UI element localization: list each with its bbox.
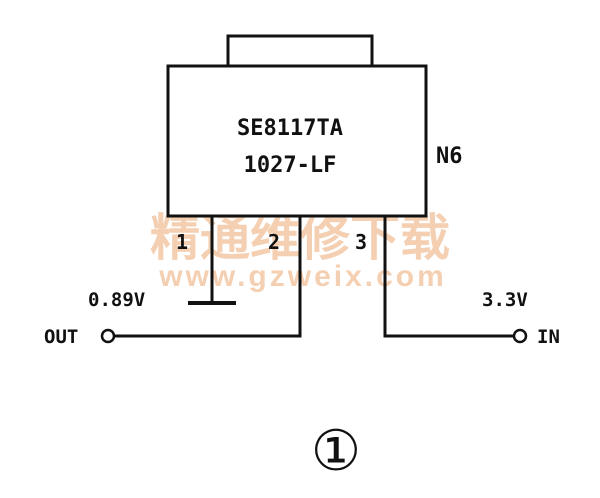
pin3-wire [383, 216, 514, 338]
pin2-wire [114, 216, 302, 338]
out-terminal [100, 328, 116, 344]
input-voltage-label: 3.3V [482, 289, 528, 311]
out-port-label: OUT [44, 326, 78, 348]
pin-number-2: 2 [268, 230, 280, 254]
figure-label: ① [311, 419, 361, 484]
chip-tab [226, 34, 374, 70]
chip-ref-designator: N6 [436, 144, 463, 169]
watermark-url: www.gzweix.com [158, 260, 447, 293]
chip-part-number: SE8117TA [237, 116, 343, 141]
chip-code: 1027-LF [244, 153, 337, 178]
pin-number-3: 3 [355, 230, 367, 254]
in-port-label: IN [537, 326, 560, 348]
adj-voltage-label: 0.89V [88, 289, 145, 311]
in-terminal [512, 328, 528, 344]
chip-body [166, 64, 428, 218]
pin-number-1: 1 [176, 230, 188, 254]
